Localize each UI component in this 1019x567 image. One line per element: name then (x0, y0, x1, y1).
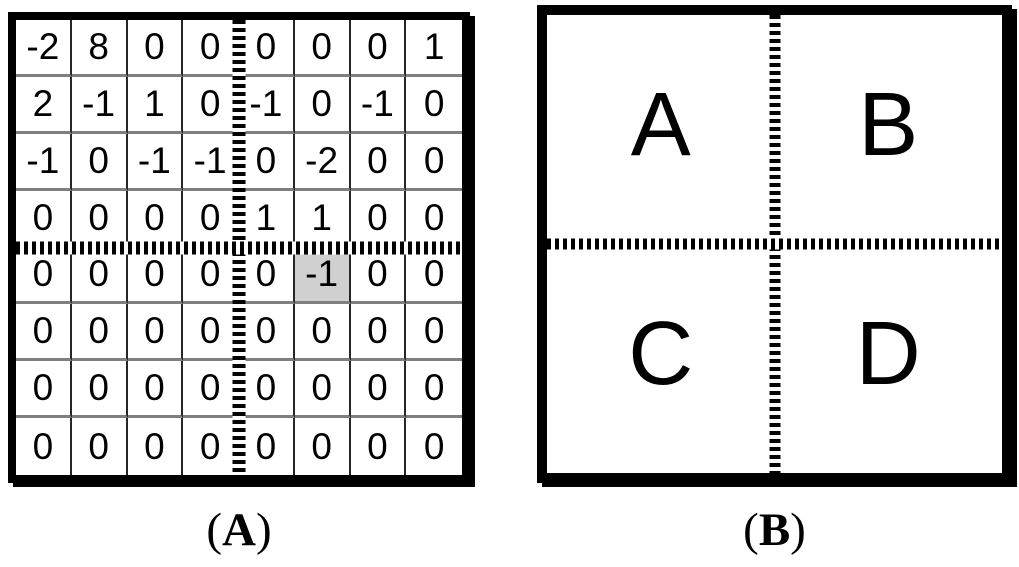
grid-cell: 0 (183, 418, 239, 475)
grid-cell: -1 (350, 76, 407, 134)
caption-letter: A (222, 504, 256, 556)
grid-cell: 0 (239, 361, 295, 419)
caption-panel-a: (A) (8, 498, 470, 562)
grid-cell: 0 (406, 76, 462, 134)
grid-cell: 0 (350, 190, 407, 248)
grid-cell: 0 (350, 247, 407, 305)
grid-cell: 0 (71, 361, 128, 419)
grid-cell: 0 (406, 361, 462, 419)
grid-cell: 0 (71, 133, 128, 191)
grid-cell: -1 (16, 133, 72, 191)
grid-cell: 0 (16, 361, 72, 419)
grid-cell: 0 (350, 133, 407, 191)
grid-cell: 0 (127, 247, 184, 305)
grid-cell: 0 (350, 304, 407, 362)
caption-paren-open: ( (206, 504, 223, 556)
caption-paren-open: ( (743, 504, 759, 556)
quadrant-label-b: B (858, 74, 919, 175)
grid-cell: 0 (183, 76, 239, 134)
grid-cell: 0 (71, 418, 128, 475)
panel-b-quadrants: A B C D (537, 5, 1012, 483)
grid-cell: 0 (16, 190, 72, 248)
grid-cell: 0 (239, 20, 295, 77)
grid-cell: 1 (294, 190, 351, 248)
grid-cell: -1 (183, 133, 239, 191)
grid-cell: 0 (294, 76, 351, 134)
grid-cell: 2 (16, 76, 72, 134)
grid-cell: 0 (350, 361, 407, 419)
grid-cell: 0 (183, 20, 239, 77)
grid-cell: 0 (406, 190, 462, 248)
grid-cell: 0 (406, 133, 462, 191)
grid-cell: 0 (294, 304, 351, 362)
grid-cell: 0 (127, 418, 184, 475)
grid-cell: 0 (127, 190, 184, 248)
grid-cell: 0 (239, 247, 295, 305)
grid-cell: 0 (239, 418, 295, 475)
grid-cell: 0 (16, 418, 72, 475)
grid-cell: 1 (127, 76, 184, 134)
grid-cell: 0 (294, 418, 351, 475)
grid-cell: 0 (71, 247, 128, 305)
quadrant-grid: A B C D (547, 15, 1002, 473)
grid-cell: 0 (239, 304, 295, 362)
grid-cell: 1 (239, 190, 295, 248)
grid-cell: 0 (183, 361, 239, 419)
grid-cell: -1 (71, 76, 128, 134)
caption-paren-close: ) (790, 504, 806, 556)
grid-cell: 0 (183, 304, 239, 362)
grid-cell: 0 (350, 418, 407, 475)
quadrant-divider-horizontal (16, 241, 462, 254)
grid-cell: 0 (406, 304, 462, 362)
grid-cell: 0 (127, 20, 184, 77)
grid-cell: 8 (71, 20, 128, 77)
caption-paren-close: ) (255, 504, 272, 556)
quadrant-label-a: A (630, 74, 691, 175)
grid-cell: -1 (239, 76, 295, 134)
grid-cell: 0 (71, 190, 128, 248)
grid-cell: 0 (127, 361, 184, 419)
grid-cell: 0 (183, 247, 239, 305)
grid-cell: 0 (294, 20, 351, 77)
grid-cell: -1 (127, 133, 184, 191)
grid-cell: 0 (16, 304, 72, 362)
quadrant-label-c: C (628, 303, 694, 404)
grid-cell: 0 (294, 361, 351, 419)
grid-cell: 0 (183, 190, 239, 248)
grid-cell: -2 (16, 20, 72, 77)
caption-letter: B (758, 504, 791, 556)
grid-cell: 0 (16, 247, 72, 305)
grid-cell: -2 (294, 133, 351, 191)
grid-cell: 1 (406, 20, 462, 77)
quadrant-divider-horizontal (547, 238, 1002, 250)
grid-cell: 0 (239, 133, 295, 191)
grid-cell: 0 (71, 304, 128, 362)
grid-cell: 0 (406, 418, 462, 475)
quadrant-label-d: D (855, 303, 921, 404)
grid-cell: 0 (406, 247, 462, 305)
grid-cell: 0 (350, 20, 407, 77)
caption-panel-b: (B) (537, 498, 1012, 562)
grid-cell-highlighted: -1 (294, 247, 351, 305)
grid-cell: 0 (127, 304, 184, 362)
